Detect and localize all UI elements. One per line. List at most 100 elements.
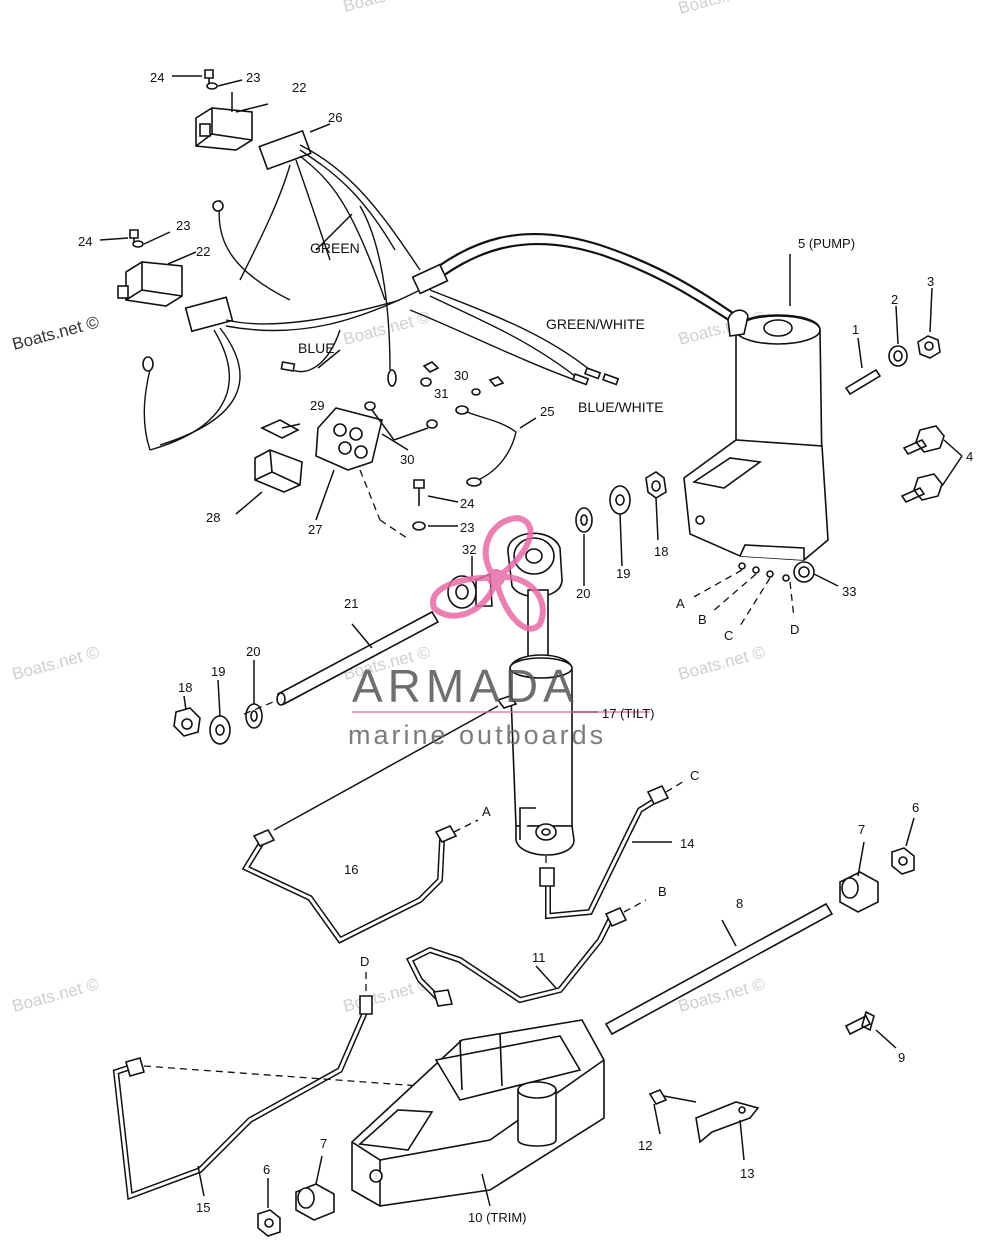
callout-22-lower: 22 [196, 244, 210, 259]
callout-10: 10 (TRIM) [468, 1210, 527, 1225]
callout-18: 18 [654, 544, 668, 559]
bracket-screw [413, 479, 425, 506]
callout-24-mid: 24 [78, 234, 92, 249]
wire-labels: GREEN BLUE GREEN/WHITE BLUE/WHITE [298, 240, 664, 415]
callout-31: 31 [434, 386, 448, 401]
callout-19-left: 19 [211, 664, 225, 679]
callout-27: 27 [308, 522, 322, 537]
callout-9: 9 [898, 1050, 905, 1065]
trim-hardware-left [257, 1155, 335, 1237]
pump-base [683, 439, 829, 561]
callout-17: 17 (TILT) [602, 706, 655, 721]
callout-14: 14 [680, 836, 694, 851]
callout-18-left: 18 [178, 680, 192, 695]
callout-1: 1 [852, 322, 859, 337]
watermark: Boats.net © [10, 312, 101, 354]
callout-20: 20 [576, 586, 590, 601]
tilt-pin [173, 610, 440, 745]
insulator-pad [260, 419, 300, 439]
watermark: Boats.net © [341, 0, 432, 16]
propeller-logo [430, 514, 546, 632]
callout-26: 26 [328, 110, 342, 125]
armada-logo: ARMADA marine outboards [348, 514, 650, 750]
watermark: Boats.net © [676, 642, 767, 684]
port-letter-c-tube: C [690, 768, 699, 783]
callout-19: 19 [616, 566, 630, 581]
callout-13: 13 [740, 1166, 754, 1181]
anode-screw [844, 1010, 875, 1036]
callout-5: 5 (PUMP) [798, 236, 855, 251]
port-letter-c-pump: C [724, 628, 733, 643]
upper-relay-tab [199, 123, 211, 137]
misc-hardware [648, 1010, 897, 1161]
lower-relay-washer [132, 240, 144, 248]
callout-25: 25 [540, 404, 554, 419]
lower-relay [125, 261, 183, 307]
connection-letters: A B C D A B C D [360, 596, 799, 969]
trim-shaft [604, 817, 915, 1036]
stud [844, 368, 882, 396]
callout-7: 7 [858, 822, 865, 837]
callout-30: 30 [454, 368, 468, 383]
port-letter-d-pump: D [790, 622, 799, 637]
clamp-screw [648, 1089, 697, 1105]
callout-12: 12 [638, 1138, 652, 1153]
callout-11: 11 [532, 950, 546, 965]
callout-23-bracket: 23 [460, 520, 474, 535]
pump-bolt [902, 425, 945, 456]
callout-16: 16 [344, 862, 358, 877]
callout-23-mid: 23 [176, 218, 190, 233]
callout-32: 32 [462, 542, 476, 557]
callout-6-lower: 6 [263, 1162, 270, 1177]
callout-30-lower: 30 [400, 452, 414, 467]
callout-15: 15 [196, 1200, 210, 1215]
wire-label-blue-white: BLUE/WHITE [578, 399, 664, 415]
callout-2: 2 [891, 292, 898, 307]
callout-20-left: 20 [246, 644, 260, 659]
callout-24-bracket: 24 [460, 496, 474, 511]
port-letter-d-tube: D [360, 954, 369, 969]
wire-label-green-white: GREEN/WHITE [546, 316, 645, 332]
upper-relay [195, 107, 253, 151]
port-letter-a-tube: A [482, 804, 491, 819]
callout-21: 21 [344, 596, 358, 611]
lower-relay-group [99, 229, 197, 307]
pump-bolt [900, 473, 943, 504]
hydraulic-tubes [112, 705, 687, 1201]
harness-connector-lower [184, 296, 234, 333]
port-letter-a-pump: A [676, 596, 685, 611]
wiring-harness [142, 123, 741, 451]
brand-tagline: marine outboards [348, 720, 606, 750]
callout-28: 28 [206, 510, 220, 525]
watermark: Boats.net © [676, 0, 767, 18]
callout-33: 33 [842, 584, 856, 599]
lower-relay-tab [117, 285, 129, 299]
callout-4: 4 [966, 449, 973, 464]
callout-22: 22 [292, 80, 306, 95]
watermark: Boats.net © [10, 642, 101, 684]
wire-label-blue: BLUE [298, 340, 335, 356]
trim-cylinder [351, 1019, 605, 1207]
callout-23: 23 [246, 70, 260, 85]
port-letter-b-tube: B [658, 884, 667, 899]
callout-8: 8 [736, 896, 743, 911]
trim-shaft-rod [604, 902, 834, 1036]
callout-3: 3 [927, 274, 934, 289]
fuse-holder [254, 449, 303, 493]
port-letter-b-pump: B [698, 612, 707, 627]
harness-connector-upper [258, 129, 312, 171]
bracket-washer [412, 521, 426, 531]
callouts: 1 2 3 4 5 (PUMP) 6 6 7 7 8 9 10 (TRIM) 1… [78, 70, 973, 1225]
clamp-bracket [695, 1101, 760, 1144]
watermark: Boats.net © [10, 974, 101, 1016]
callout-24: 24 [150, 70, 164, 85]
watermarks: Boats.net © Boats.net © Boats.net © Boat… [10, 0, 767, 1016]
trim-cylinder-rod [517, 1089, 557, 1147]
mounting-bracket [315, 407, 383, 471]
ground-cable [455, 405, 537, 487]
callout-leaders [235, 213, 459, 527]
mounting-bracket-group [254, 361, 505, 541]
upper-relay-group [172, 69, 269, 151]
callout-7-lower: 7 [320, 1136, 327, 1151]
